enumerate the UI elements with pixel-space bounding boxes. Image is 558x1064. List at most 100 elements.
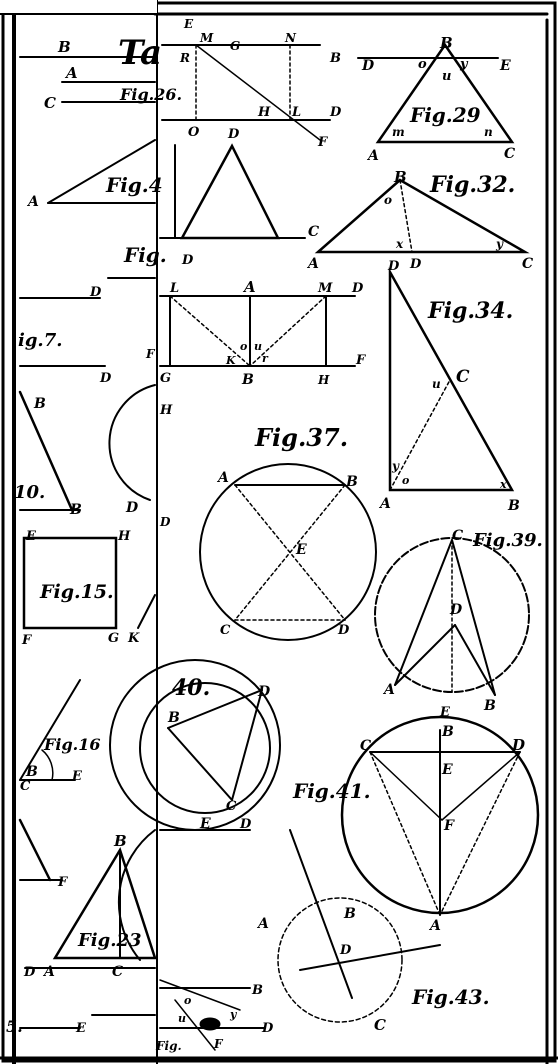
point-label: m	[392, 125, 405, 139]
fig43-caption: Fig.43.	[411, 985, 490, 1009]
point-label: L	[169, 281, 179, 296]
point-label: B	[33, 396, 46, 412]
point-label: A	[256, 916, 269, 932]
point-label: E	[295, 542, 307, 558]
fig16-line-2	[18, 818, 52, 882]
point-label: D	[159, 515, 171, 529]
point-label: K	[225, 354, 236, 367]
point-label: D	[339, 943, 352, 958]
point-label: C	[452, 528, 463, 544]
fig10-caption: 10.	[14, 482, 45, 503]
point-label: B	[329, 51, 341, 66]
point-label: D	[387, 259, 400, 274]
point-label: D	[337, 623, 350, 638]
point-label: D	[99, 371, 112, 386]
fig40-line-3	[231, 689, 263, 801]
fig29-triangle	[375, 42, 515, 144]
point-label: u	[254, 340, 262, 353]
fig4-line-upper	[47, 139, 156, 204]
point-label: C	[456, 367, 470, 387]
fig40-line-2	[167, 727, 233, 801]
point-label: D	[449, 602, 463, 618]
fig16-caption: Fig.16	[43, 735, 100, 754]
fig26-diag	[195, 44, 321, 141]
point-label: B	[343, 906, 356, 922]
point-label: y	[495, 237, 504, 251]
fig16-arc	[41, 749, 54, 781]
point-label: B	[113, 832, 127, 850]
point-label: A	[378, 496, 391, 512]
fig4-caption: Fig.4	[105, 173, 163, 197]
point-label: D	[409, 257, 422, 272]
left-arc-2	[117, 829, 156, 961]
point-label: u	[178, 1012, 186, 1025]
fig41-dotted-1	[369, 751, 441, 916]
point-label: F	[57, 875, 68, 890]
rect-fig-diag-2	[249, 295, 327, 367]
point-label: D	[125, 500, 139, 516]
point-label: D	[261, 1021, 274, 1036]
fig32-triangle	[314, 178, 530, 254]
point-label: D	[89, 285, 102, 300]
fig40-line-1	[167, 689, 263, 729]
point-label: u	[432, 377, 441, 391]
point-label: x	[499, 478, 507, 491]
point-label: G	[108, 631, 119, 646]
point-label: D	[511, 736, 525, 754]
point-label: M	[317, 281, 333, 296]
point-label: E	[183, 17, 194, 31]
fig41-line-2	[441, 751, 521, 821]
point-label: A	[242, 278, 256, 296]
point-label: E	[439, 705, 451, 720]
point-label: o	[418, 57, 427, 72]
fig41-dotted-2	[439, 751, 521, 916]
fig43-circle	[277, 897, 403, 1023]
point-label: n	[484, 125, 493, 139]
point-label: M	[199, 31, 214, 45]
point-label: A	[64, 64, 78, 82]
point-label: C	[360, 738, 371, 754]
left-arc-1	[108, 384, 156, 501]
point-label: y	[459, 57, 469, 72]
point-label: E	[25, 529, 37, 544]
point-label: C	[504, 146, 515, 162]
point-label: R	[179, 51, 190, 65]
point-label: B	[439, 34, 453, 52]
point-label: A	[366, 148, 379, 164]
point-label: H	[257, 105, 271, 120]
point-label: y	[229, 1008, 238, 1021]
point-label: F	[443, 818, 455, 834]
point-label: C	[44, 94, 56, 112]
point-label: B	[57, 38, 71, 56]
point-label: D	[239, 817, 252, 832]
bottom-fig-blob	[199, 1017, 221, 1031]
point-label: B	[393, 168, 407, 186]
point-label: C	[220, 623, 231, 638]
fig39-caption: Fig.39.	[472, 530, 543, 551]
fig41-line-1	[369, 751, 443, 821]
point-label: E	[441, 762, 453, 778]
fig32-dotted	[399, 179, 413, 253]
bottom-fig-line-1	[159, 979, 241, 1011]
point-label: B	[25, 764, 38, 780]
point-label: B	[167, 710, 180, 726]
point-label: D	[351, 281, 364, 296]
point-label: F	[21, 633, 32, 648]
fig34-dotted	[389, 271, 513, 491]
point-label: B	[251, 983, 263, 998]
point-label: C	[226, 799, 237, 814]
point-label: C	[20, 779, 31, 794]
point-label: A	[306, 256, 319, 272]
point-label: D	[23, 965, 36, 980]
fig15-caption: Fig.15.	[39, 581, 114, 603]
fig40-caption: 40.	[172, 675, 210, 701]
fig39-line-3	[394, 624, 456, 686]
fig29-caption: Fig.29	[409, 103, 481, 127]
fig15-square	[22, 536, 118, 630]
point-label: D	[257, 684, 271, 700]
point-label: A	[42, 964, 55, 980]
fig39-line-1	[394, 539, 453, 686]
fig-left-caption: Fig.	[123, 243, 167, 267]
